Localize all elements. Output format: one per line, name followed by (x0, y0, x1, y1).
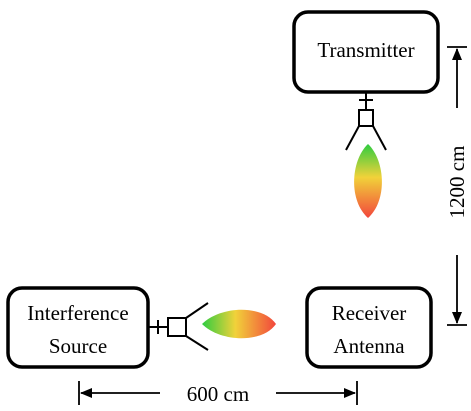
interference-label-line2: Source (49, 334, 107, 358)
receiver-box-frame (305, 286, 433, 369)
transmitter-box: Transmitter (292, 10, 440, 94)
horizontal-dimension-arrow-right (344, 388, 356, 398)
interference-source-box: Interference Source (6, 286, 150, 369)
horizontal-dimension-arrow-left (80, 388, 92, 398)
vertical-dimension (447, 46, 467, 326)
vertical-dimension-label: 1200 cm (445, 146, 469, 219)
interference-antenna-icon (148, 302, 209, 351)
receiver-label-line1: Receiver (332, 301, 407, 325)
transmitter-label: Transmitter (317, 38, 414, 62)
receiver-label-line2: Antenna (333, 334, 405, 358)
interference-label-line1: Interference (27, 301, 128, 325)
transmitter-beam-lobe (354, 144, 382, 218)
horizontal-dimension-label: 600 cm (187, 382, 249, 406)
horizontal-dimension (78, 381, 358, 405)
vertical-dimension-arrow-up (452, 48, 462, 60)
vertical-dimension-arrow-down (452, 312, 462, 324)
receiver-antenna-box: Receiver Antenna (305, 286, 433, 369)
interference-beam-lobe (202, 309, 276, 339)
transmitter-antenna-icon (345, 92, 387, 151)
